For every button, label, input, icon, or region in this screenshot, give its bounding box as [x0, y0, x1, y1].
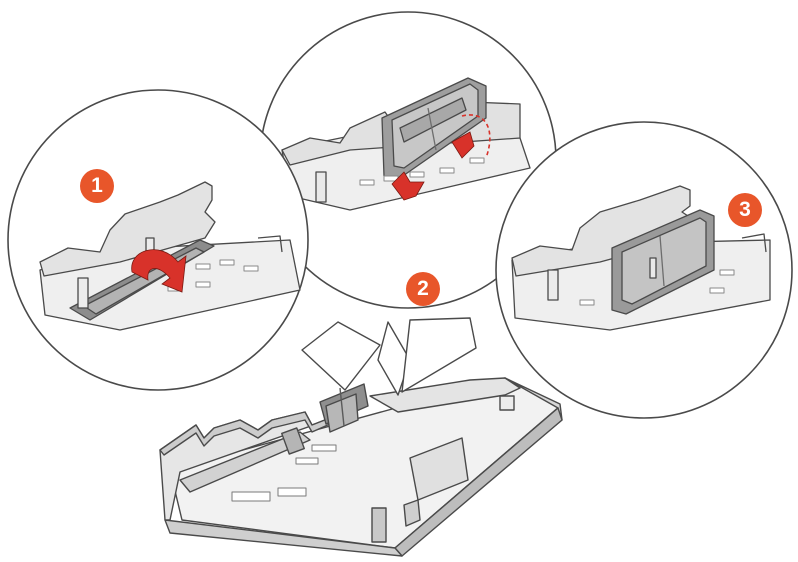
detail-circle-step-3	[495, 121, 793, 419]
tray-front-right-guide	[409, 437, 469, 501]
tray-front-post	[371, 507, 387, 543]
circle-2-floor-slots	[359, 157, 485, 186]
step-badge-3: 3	[728, 193, 762, 227]
detail-circle-step-1	[7, 89, 309, 391]
slide-arrow-icon	[391, 131, 475, 201]
callout-pointer-right	[401, 317, 477, 393]
tray-front-lip	[164, 519, 403, 557]
detail-circle-step-2	[259, 11, 557, 309]
tray-back-tab	[499, 395, 515, 411]
callout-pointer-center	[377, 321, 411, 396]
callout-pointer-left	[301, 321, 381, 391]
tray-length-guide-rail	[179, 431, 311, 493]
circle-3-post	[547, 269, 559, 301]
tray-guide-slider	[281, 427, 305, 455]
circle-1-back-wall	[39, 181, 216, 277]
circle-3-floor-slots	[579, 269, 735, 306]
circle-3-guide-panel	[621, 217, 707, 305]
circle-2-post	[315, 171, 327, 203]
circle-1-post	[77, 277, 89, 309]
paper-tray	[159, 317, 563, 557]
tray-back-wall	[369, 377, 521, 413]
flip-arrow-icon	[131, 249, 187, 293]
dashed-motion-arc	[461, 114, 491, 159]
step-badge-2: 2	[406, 272, 440, 306]
tray-floor-slots	[231, 444, 337, 502]
step-badge-1: 1	[80, 169, 114, 203]
